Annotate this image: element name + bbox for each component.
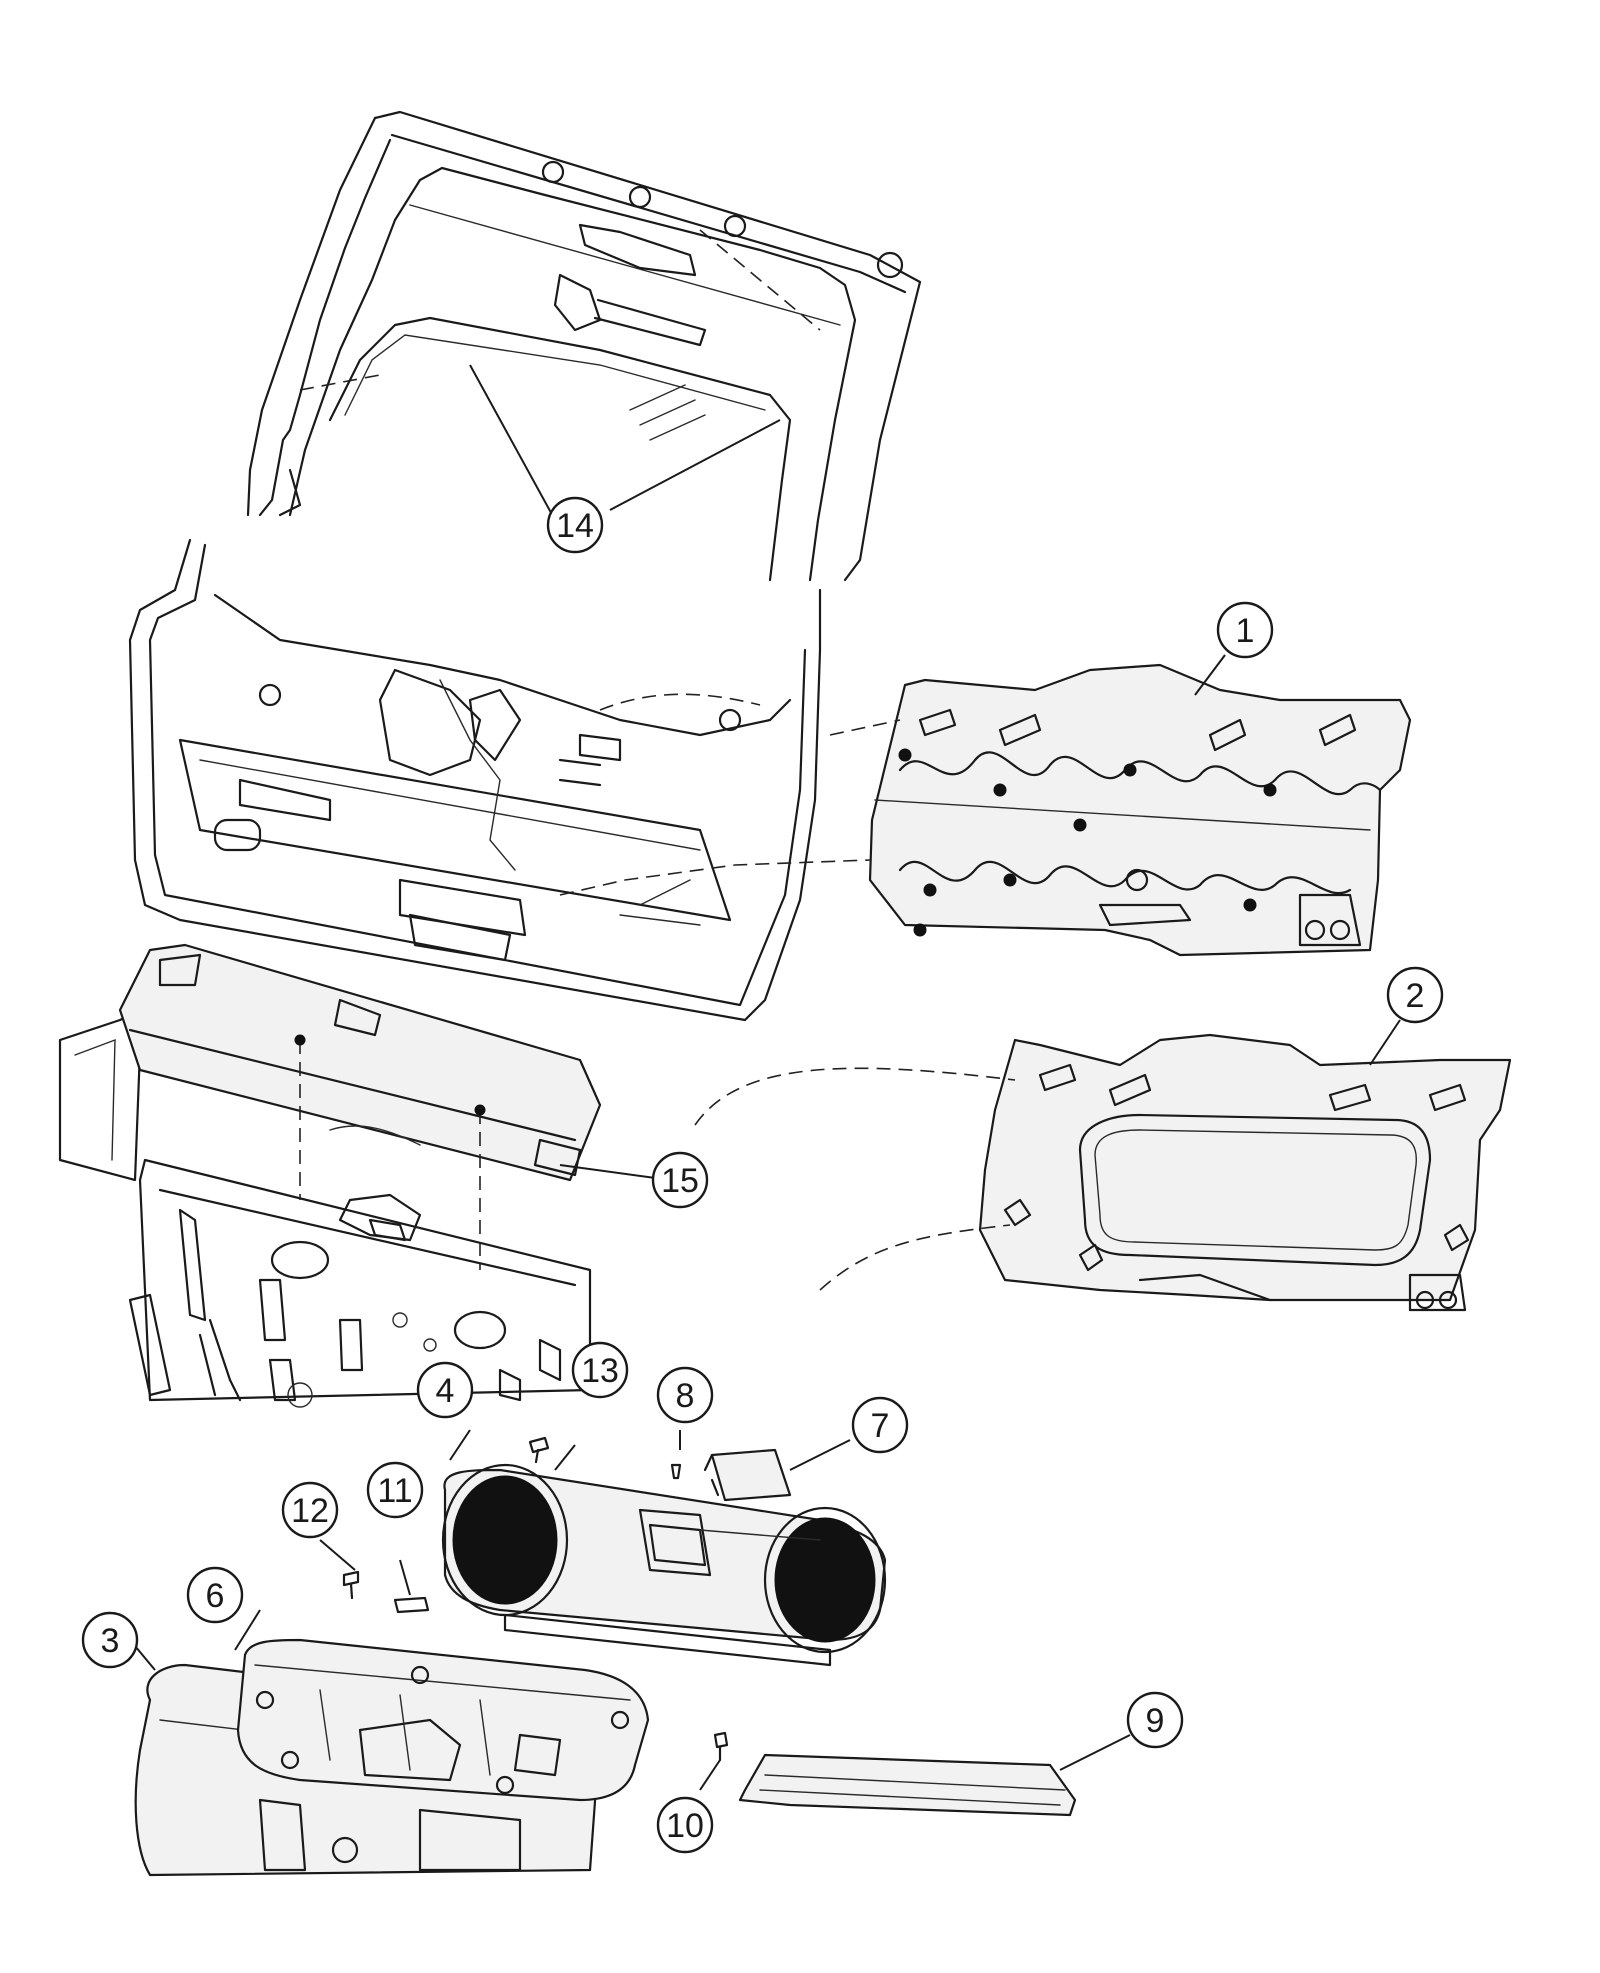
- callout-2-label: 2: [1406, 977, 1425, 1015]
- callout-6: 6: [186, 1566, 244, 1624]
- fastener-13: [528, 1436, 550, 1464]
- callout-15: 15: [651, 1151, 709, 1209]
- callout-12-label: 12: [291, 1492, 329, 1530]
- callout-13-label: 13: [581, 1352, 619, 1390]
- liftgate-inner-panel: [128, 538, 822, 1022]
- routing-lines: [559, 693, 1016, 1291]
- callout-1-label: 1: [1236, 612, 1255, 650]
- trim-strip-9: [738, 1753, 1077, 1817]
- callout-9: 9: [1126, 1691, 1184, 1749]
- trim-panel-2: [978, 1033, 1512, 1312]
- callout-10: 10: [656, 1796, 714, 1854]
- callout-8-label: 8: [676, 1377, 695, 1415]
- callout-3: 3: [81, 1611, 139, 1669]
- callout-10-label: 10: [666, 1807, 704, 1845]
- callout-11: 11: [366, 1461, 424, 1519]
- callout-4-label: 4: [436, 1372, 455, 1410]
- speaker-housing: [441, 1463, 887, 1667]
- liftgate-lower-panel: [58, 943, 602, 1408]
- callout-14: 14: [546, 496, 604, 554]
- callout-7: 7: [851, 1396, 909, 1454]
- fastener-12: [342, 1570, 360, 1600]
- fastener-10: [713, 1731, 729, 1762]
- callout-15-label: 15: [661, 1162, 699, 1200]
- module-part-7: [703, 1448, 792, 1502]
- callout-14-label: 14: [556, 507, 594, 545]
- fastener-8: [670, 1463, 682, 1480]
- callout-8: 8: [656, 1366, 714, 1424]
- liftgate-upper-frame: [246, 110, 922, 582]
- trim-cover-6: [236, 1638, 650, 1802]
- callout-3-label: 3: [101, 1622, 120, 1660]
- clip-11: [393, 1596, 430, 1614]
- callout-12: 12: [281, 1481, 339, 1539]
- callout-13: 13: [571, 1341, 629, 1399]
- callout-6-label: 6: [206, 1577, 225, 1615]
- callout-4: 4: [416, 1361, 474, 1419]
- callout-2: 2: [1386, 966, 1444, 1024]
- callout-7-label: 7: [871, 1407, 890, 1445]
- callout-9-label: 9: [1146, 1702, 1165, 1740]
- trim-panel-1: [868, 663, 1412, 957]
- callout-11-label: 11: [377, 1472, 412, 1510]
- callout-1: 1: [1216, 601, 1274, 659]
